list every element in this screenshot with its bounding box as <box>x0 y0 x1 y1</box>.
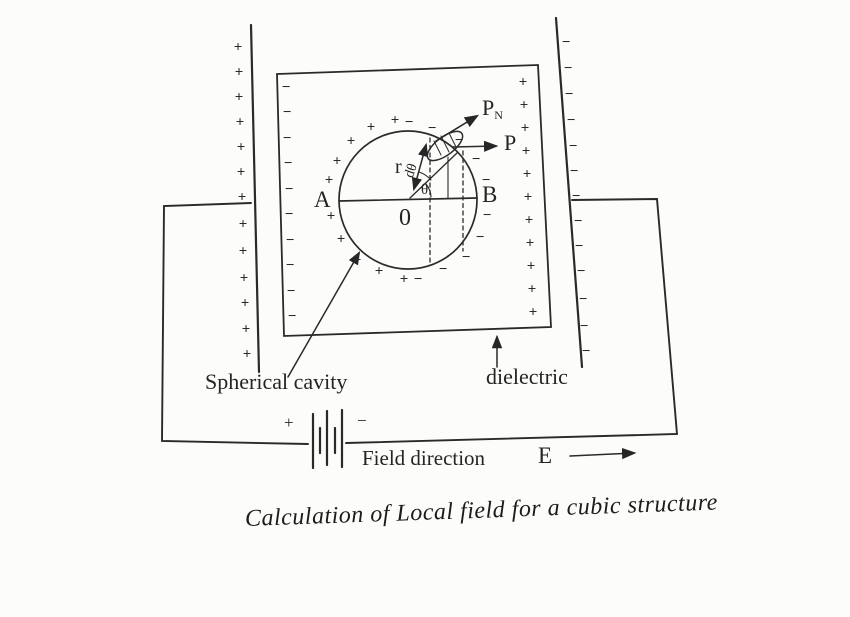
dielectric-right-surface-charge: + <box>523 189 533 206</box>
dielectric-left-surface-charge: − <box>283 155 293 172</box>
dielectric-right-surface-charge: + <box>520 120 530 137</box>
cavity-left-surface-charge: + <box>352 252 362 269</box>
right-plate-charge: − <box>574 238 584 255</box>
cavity-left-surface-charge: + <box>346 133 356 150</box>
left-plate-charge: + <box>234 89 244 106</box>
left-plate-charge: + <box>236 139 246 156</box>
cavity-left-surface-charge: + <box>374 263 384 280</box>
right-plate-charge: − <box>566 112 576 129</box>
spherical-cavity-label: Spherical cavity <box>205 369 348 394</box>
spherical-cavity-pointer-arrow <box>287 251 361 378</box>
cavity-right-surface-charge: − <box>427 120 437 137</box>
left-plate-charge: + <box>239 270 249 287</box>
radius-r-arrow <box>411 142 429 192</box>
left-plate-charge: + <box>236 164 246 181</box>
dielectric-left-surface-charge: − <box>286 283 296 300</box>
dielectric-left-surface-charge: − <box>285 257 295 274</box>
p-normal-arrow <box>435 114 480 142</box>
dielectric-right-surface-charge: + <box>525 235 535 252</box>
left-plate-charge: + <box>242 346 252 363</box>
cavity-right-surface-charge: − <box>413 271 423 288</box>
dielectric-right-surface-charge: + <box>526 258 536 275</box>
right-plate-charge: − <box>579 318 589 335</box>
cavity-right-surface-charge: − <box>481 172 491 189</box>
cavity-right-surface-charge: − <box>471 151 481 168</box>
p-normal-label: PN <box>482 95 503 122</box>
theta-label: θ <box>421 182 429 198</box>
dielectric-left-surface-charge: − <box>285 232 295 249</box>
radius-label: r <box>395 156 402 178</box>
cavity-right-surface-charge: − <box>454 132 464 149</box>
dielectric-right-surface-charge: + <box>522 166 532 183</box>
right-plate-charge: − <box>573 213 583 230</box>
dielectric-right-surface-charge: + <box>518 74 528 91</box>
dielectric-right-surface-charge: + <box>521 143 531 160</box>
battery-negative-label: − <box>357 411 367 430</box>
right-plate-charge: − <box>581 343 591 360</box>
right-plate-charge: − <box>564 86 574 103</box>
dielectric-left-surface-charge: − <box>287 308 297 325</box>
cavity-left-surface-charge: + <box>332 153 342 170</box>
dielectric-left-surface-charge: − <box>284 206 294 223</box>
right-plate-line <box>554 16 584 369</box>
left-plate-charge: + <box>235 114 245 131</box>
dielectric-slab-outline <box>276 64 552 337</box>
dielectric-left-surface-charge: − <box>284 181 294 198</box>
dielectric-left-surface-charge: − <box>282 104 292 121</box>
cavity-right-surface-charge: − <box>475 229 485 246</box>
field-symbol-label: E <box>538 443 553 468</box>
cavity-left-surface-charge: + <box>390 112 400 129</box>
dielectric-right-surface-charge: + <box>519 97 529 114</box>
dielectric-right-surface-charge: + <box>524 212 534 229</box>
left-plate-charge: + <box>241 321 251 338</box>
theta-angle-arc <box>425 183 432 198</box>
dtheta-angle-arc <box>418 171 432 181</box>
dielectric-left-surface-charge: − <box>282 130 292 147</box>
right-plate-charge: − <box>569 163 579 180</box>
polarization-label: P <box>504 130 517 155</box>
right-plate-charge: − <box>561 34 571 51</box>
point-b-label: B <box>482 182 498 207</box>
right-plate-charge: − <box>576 263 586 280</box>
right-plate-charge: − <box>578 291 588 308</box>
dielectric-left-surface-charge: − <box>281 79 291 96</box>
left-plate-charge: + <box>238 216 248 233</box>
field-direction-label: Field direction <box>362 446 486 470</box>
p-normal-symbol: P <box>482 95 495 120</box>
cavity-left-surface-charge: + <box>326 208 336 225</box>
cavity-right-surface-charge: − <box>482 207 492 224</box>
dielectric-right-surface-charge: + <box>527 281 537 298</box>
p-normal-subscript: N <box>494 108 503 122</box>
left-plate-charge: + <box>233 39 243 56</box>
cavity-left-surface-charge: + <box>399 271 409 288</box>
right-plate-charge: − <box>563 60 573 77</box>
cavity-circle <box>338 130 478 270</box>
circuit-wire-right <box>345 198 679 444</box>
dielectric-right-surface-charge: + <box>528 304 538 321</box>
cavity-left-surface-charge: + <box>336 231 346 248</box>
ring-hatching <box>433 132 457 156</box>
dielectric-label: dielectric <box>486 364 568 389</box>
origin-label: 0 <box>399 205 411 231</box>
cavity-right-surface-charge: − <box>461 249 471 266</box>
field-direction-arrow <box>569 447 637 460</box>
cavity-left-surface-charge: + <box>366 119 376 136</box>
left-plate-charge: + <box>238 243 248 260</box>
cavity-right-surface-charge: − <box>404 114 414 131</box>
circuit-wire-left <box>161 202 309 445</box>
right-plate-charge: − <box>568 138 578 155</box>
right-plate-charge: − <box>571 188 581 205</box>
p-arrow <box>452 140 499 152</box>
battery-positive-label: + <box>284 413 294 432</box>
left-plate-charge: + <box>234 64 244 81</box>
point-a-label: A <box>314 187 331 212</box>
cavity-right-surface-charge: − <box>438 261 448 278</box>
cavity-left-surface-charge: + <box>324 172 334 189</box>
left-plate-charge: + <box>240 295 250 312</box>
diameter-line <box>338 197 478 202</box>
left-plate-charge: + <box>237 189 247 206</box>
left-plate-line <box>249 23 261 374</box>
battery-symbol <box>311 408 344 470</box>
